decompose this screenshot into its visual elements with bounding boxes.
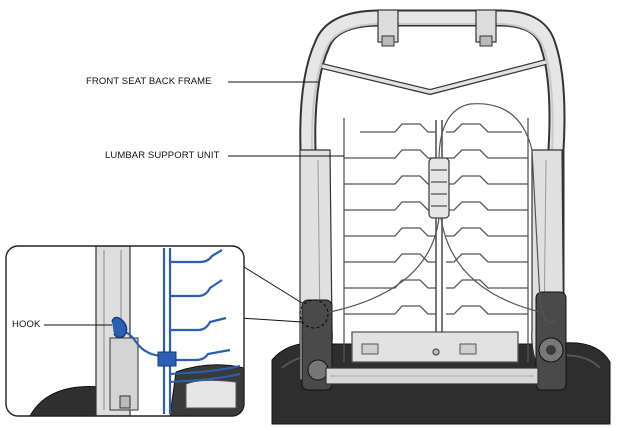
zoom-connector-top [235, 261, 303, 304]
hook [111, 316, 128, 339]
label-hook: HOOK [12, 319, 41, 330]
zoom-connector-bottom [239, 317, 303, 323]
hook-location-marker [299, 299, 329, 329]
hook-detail-inset [5, 245, 245, 417]
label-lumbar-support-unit: LUMBAR SUPPORT UNIT [105, 150, 220, 161]
lumbar-wire-detail [119, 248, 241, 414]
label-front-seat-back-frame: FRONT SEAT BACK FRAME [86, 76, 212, 87]
lumbar-adjuster [428, 157, 450, 219]
recliner-right [535, 291, 567, 391]
lumbar-support-unit [329, 103, 557, 363]
seat-back-assembly [271, 9, 611, 425]
